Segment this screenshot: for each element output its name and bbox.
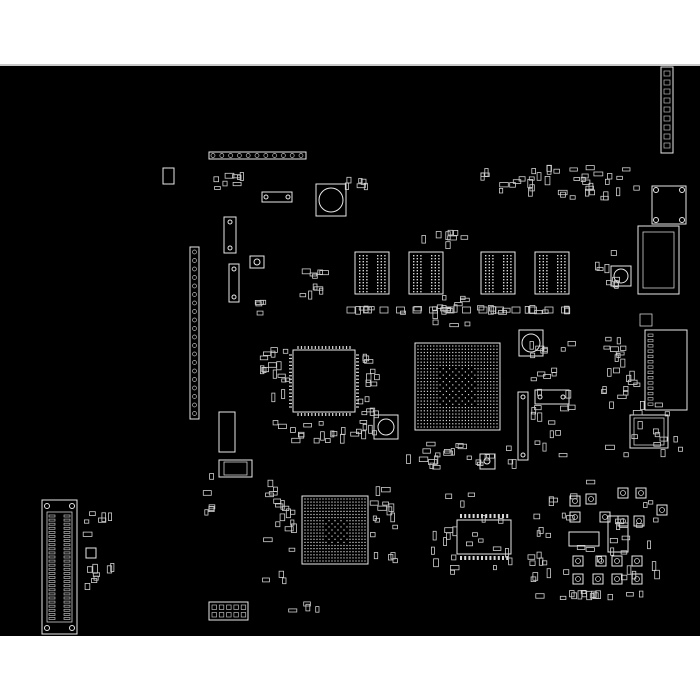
component-mid-left[interactable] xyxy=(249,255,265,269)
ic-right-middle[interactable] xyxy=(629,414,669,449)
inductor-left-top[interactable] xyxy=(223,216,237,254)
memory-chip-3[interactable] xyxy=(480,251,516,295)
component-right-cluster[interactable] xyxy=(534,389,570,405)
top-margin xyxy=(0,0,700,64)
connector-bottom-left[interactable] xyxy=(41,499,78,635)
header-top-row[interactable] xyxy=(208,151,307,160)
memory-chip-4[interactable] xyxy=(534,251,570,295)
qfp-chip-left[interactable] xyxy=(289,346,359,416)
chip-left-vertical[interactable] xyxy=(218,411,236,453)
component-top-far-left[interactable] xyxy=(162,167,175,185)
board-outline-drawing xyxy=(41,66,688,635)
header-left-vertical[interactable] xyxy=(189,246,200,420)
chip-left-low[interactable] xyxy=(218,459,253,478)
bga-chip-lower[interactable] xyxy=(301,495,369,565)
inductor-left-mid[interactable] xyxy=(228,263,240,303)
top-border-line xyxy=(0,64,700,66)
connector-top-right[interactable] xyxy=(660,66,674,154)
transformer-top-right[interactable] xyxy=(637,225,680,295)
crystal-right-mid[interactable] xyxy=(518,329,544,357)
component-bottom-left-sq[interactable] xyxy=(85,547,97,559)
component-top-left-small[interactable] xyxy=(261,191,293,203)
header-bottom[interactable] xyxy=(208,601,249,621)
bottom-margin xyxy=(0,636,700,700)
passive-components[interactable] xyxy=(82,164,683,613)
component-center-small-sq[interactable] xyxy=(479,453,496,470)
component-lower-right[interactable] xyxy=(568,531,600,547)
memory-chip-2[interactable] xyxy=(408,251,444,295)
soic-chip-bottom[interactable] xyxy=(456,514,512,560)
board-layout-canvas[interactable] xyxy=(0,66,700,636)
connector-vertical-center[interactable] xyxy=(517,391,529,461)
memory-chip-1[interactable] xyxy=(354,251,390,295)
bga-chip-main[interactable] xyxy=(414,342,501,431)
usb-connector-top-right[interactable] xyxy=(651,185,687,225)
crystal-oscillator-top[interactable] xyxy=(315,183,347,217)
crystal-right-upper[interactable] xyxy=(610,265,632,287)
crystal-center[interactable] xyxy=(373,414,399,440)
connector-right-module[interactable] xyxy=(639,313,688,411)
